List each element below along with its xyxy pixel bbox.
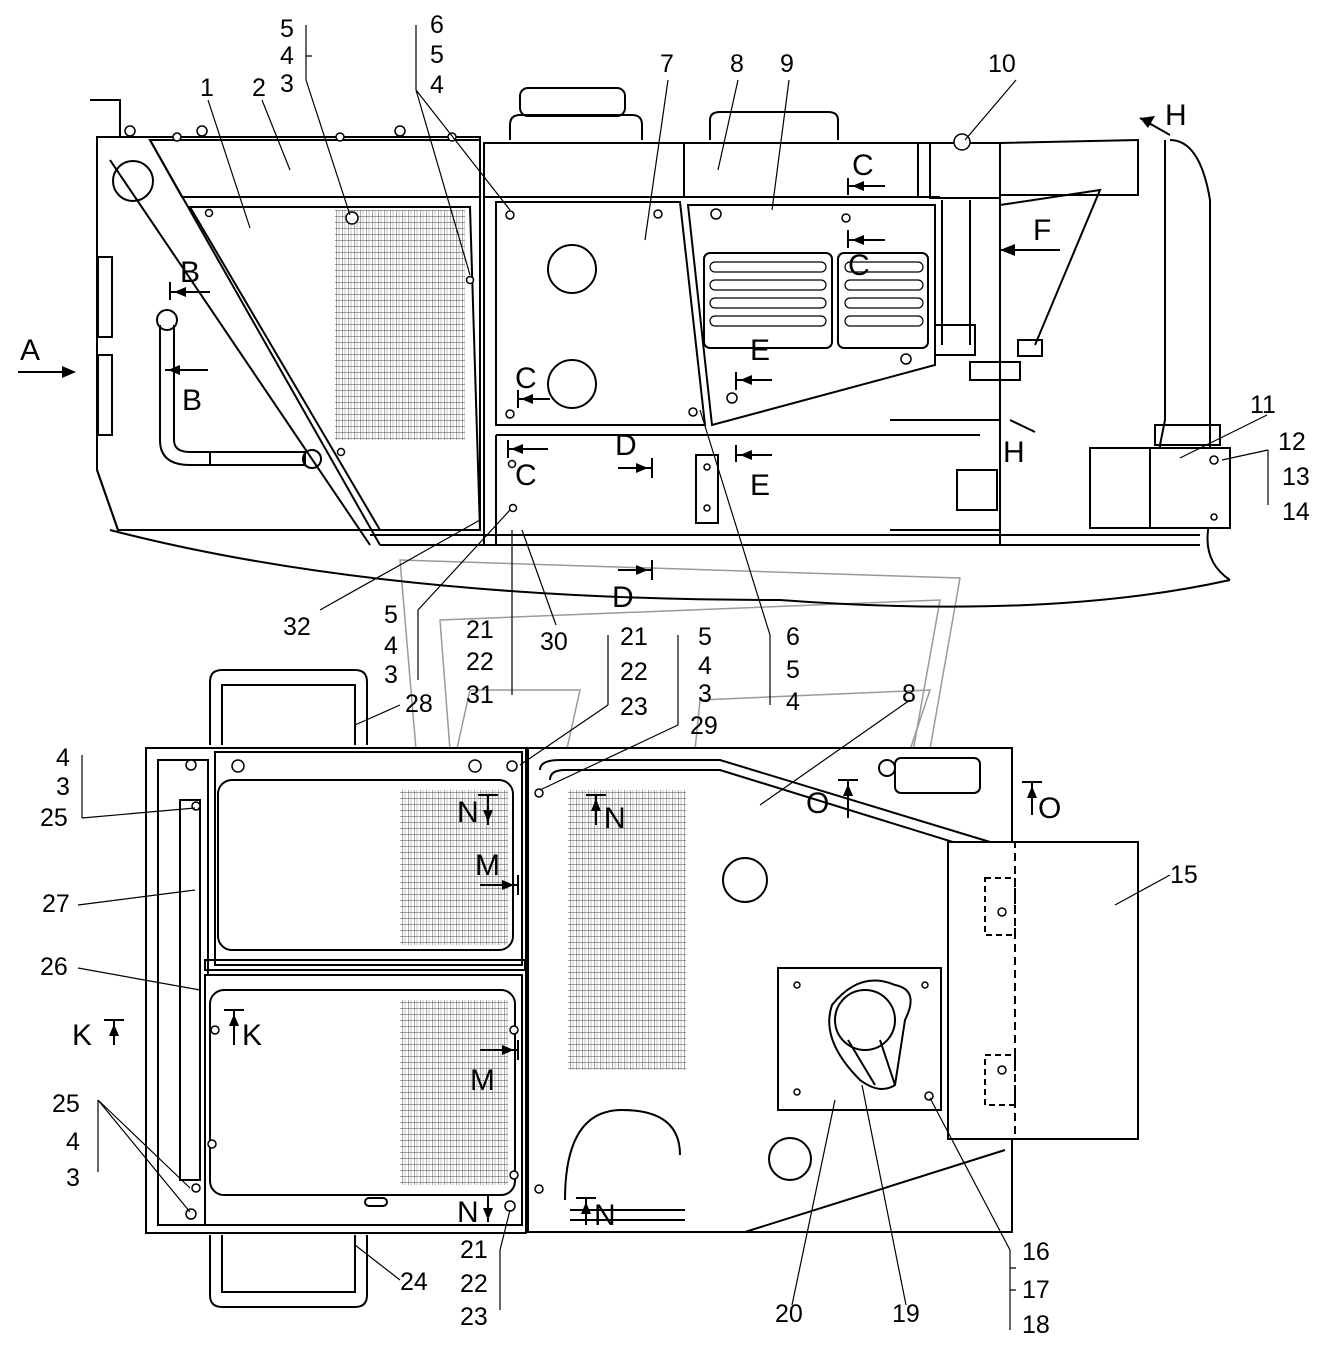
label-13: 13 [1282,463,1310,491]
label-5c: 5 [384,601,398,629]
label-4b: 4 [430,71,444,99]
view-a-letter: A [20,334,40,367]
section-c-letter: C [852,149,874,182]
label-5b: 5 [430,41,444,69]
label-5d: 5 [698,623,712,651]
label-8b: 8 [902,680,916,708]
section-n-letter-4: N [594,1199,616,1232]
section-n-letter-3: N [457,1196,479,1229]
section-k-letter: K [72,1019,92,1052]
section-o-letter-2: O [1038,792,1061,825]
label-21c: 21 [460,1236,488,1264]
section-c-letter-3: C [515,362,537,395]
section-n-letter: N [457,796,479,829]
section-n-letter-2: N [604,802,626,835]
label-4f: 4 [56,744,70,772]
label-23b: 23 [460,1303,488,1331]
section-m-letter: M [475,849,500,882]
section-arrows [18,116,1171,1225]
plan-view [145,669,1139,1308]
label-18: 18 [1022,1311,1050,1339]
label-6: 6 [430,11,444,39]
label-11: 11 [1250,391,1276,419]
view-h-letter-2: H [1003,436,1025,469]
label-19: 19 [892,1300,920,1328]
label-3g: 3 [66,1164,80,1192]
label-9: 9 [780,50,794,78]
label-1: 1 [200,74,214,102]
label-31: 31 [466,681,494,709]
part-number-labels: 1 2 5 4 3 6 5 4 7 8 9 10 11 12 13 14 32 … [40,11,1310,1339]
label-21b: 21 [620,623,648,651]
label-30: 30 [540,628,568,656]
label-26: 26 [40,953,68,981]
label-21: 21 [466,616,494,644]
label-4: 4 [280,42,294,70]
label-3c: 3 [384,661,398,689]
label-7: 7 [660,50,674,78]
label-5e: 5 [786,656,800,684]
label-3f: 3 [56,773,70,801]
section-k-letter-2: K [242,1019,262,1052]
label-16: 16 [1022,1238,1050,1266]
label-3d: 3 [698,680,712,708]
label-14: 14 [1282,498,1310,526]
label-22: 22 [466,648,494,676]
section-b-letter: B [180,256,200,289]
label-6b: 6 [786,623,800,651]
leader-lines [77,25,1269,1330]
section-o-letter: O [806,787,829,820]
section-e-letter-2: E [750,469,770,502]
section-e-letter: E [750,334,770,367]
section-d-letter-2: D [612,581,634,614]
label-8: 8 [730,50,744,78]
label-4g: 4 [66,1128,80,1156]
label-4d: 4 [698,652,712,680]
label-2: 2 [252,74,266,102]
label-24: 24 [400,1268,428,1296]
label-15: 15 [1170,861,1198,889]
label-3: 3 [280,70,294,98]
label-25: 25 [40,804,68,832]
label-17: 17 [1022,1276,1050,1304]
label-29: 29 [690,712,718,740]
label-4e: 4 [786,688,800,716]
label-22b: 22 [620,658,648,686]
section-d-letter: D [615,429,637,462]
label-32: 32 [283,613,311,641]
section-m-letter-2: M [470,1064,495,1097]
side-view [90,87,1231,921]
view-h-letter: H [1165,99,1187,132]
label-28: 28 [405,690,433,718]
label-23: 23 [620,693,648,721]
section-b-letter-2: B [182,384,202,417]
label-12: 12 [1278,428,1306,456]
label-10: 10 [988,50,1016,78]
section-letters: A H H F B B C C C C D D E E K K M M N N … [20,99,1187,1232]
label-27: 27 [42,890,70,918]
label-20: 20 [775,1300,803,1328]
label-25b: 25 [52,1090,80,1118]
section-c-letter-2: C [848,249,870,282]
label-4c: 4 [384,632,398,660]
label-22c: 22 [460,1270,488,1298]
section-c-letter-4: C [515,459,537,492]
label-5: 5 [280,15,294,43]
view-f-letter: F [1033,214,1051,247]
